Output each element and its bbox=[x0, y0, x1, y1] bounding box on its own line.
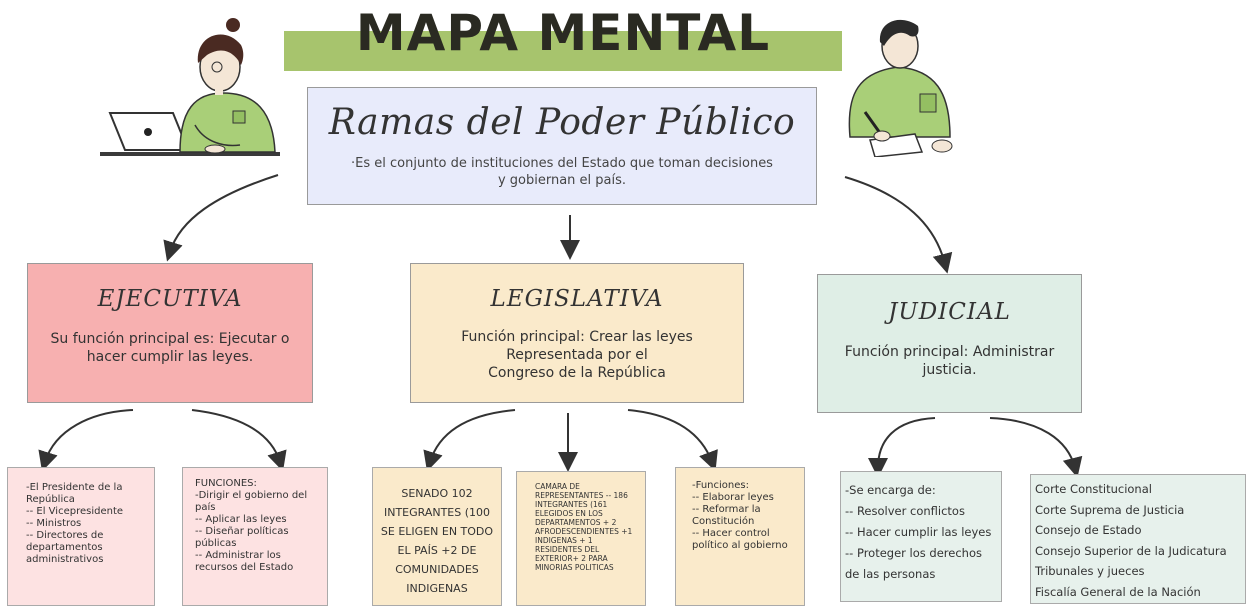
woman-laptop-illustration bbox=[100, 18, 280, 156]
list-item: Consejo Superior de la Judicatura bbox=[1035, 543, 1227, 558]
legislativa-title: LEGISLATIVA bbox=[490, 286, 664, 312]
legislativa-functions-box: -Funciones: -- Elaborar leyes -- Reforma… bbox=[675, 467, 805, 606]
legislativa-description-congress: Representada por el Congreso de la Repúb… bbox=[488, 347, 666, 381]
list-item: -- Proteger los derechos de las personas bbox=[845, 546, 982, 581]
list-item: Consejo de Estado bbox=[1035, 523, 1142, 537]
list-item: Fiscalía General de la Nación bbox=[1035, 584, 1201, 599]
legislativa-box: LEGISLATIVA Función principal: Crear las… bbox=[410, 263, 744, 403]
list-item: -- El Vicepresidente bbox=[26, 506, 124, 517]
camara-box: CAMARA DE REPRESENTANTES -- 186 INTEGRAN… bbox=[516, 471, 646, 606]
list-item: Tribunales y jueces bbox=[1035, 564, 1145, 578]
list-item: -- Aplicar las leyes bbox=[195, 514, 287, 525]
page-title: MAPA MENTAL bbox=[355, 4, 771, 62]
list-item: -- Hacer control político al gobierno bbox=[692, 528, 788, 551]
judicial-box: JUDICIAL Función principal: Administrar … bbox=[817, 274, 1082, 413]
judicial-institutions-box: Corte Constitucional Corte Suprema de Ju… bbox=[1030, 474, 1246, 604]
ejecutiva-title: EJECUTIVA bbox=[97, 286, 243, 312]
list-item: -El Presidente de la República bbox=[26, 482, 123, 505]
list-item: -Se encarga de: bbox=[845, 483, 936, 497]
list-item: -- Hacer cumplir las leyes bbox=[845, 525, 992, 539]
list-item: FUNCIONES: bbox=[195, 478, 257, 489]
senado-text: SENADO 102 INTEGRANTES (100 SE ELIGEN EN… bbox=[380, 487, 494, 595]
ejecutiva-description: Su función principal es: Ejecutar o hace… bbox=[50, 331, 290, 365]
list-item: -- Diseñar políticas públicas bbox=[195, 526, 289, 549]
camara-text: CAMARA DE REPRESENTANTES -- 186 INTEGRAN… bbox=[535, 482, 633, 572]
main-topic-title: Ramas del Poder Público bbox=[328, 102, 796, 143]
main-topic-description: ·Es el conjunto de instituciones del Est… bbox=[351, 156, 773, 188]
list-item: -Dirigir el gobierno del país bbox=[195, 490, 308, 513]
man-writing-illustration bbox=[848, 19, 953, 157]
list-item: -- Elaborar leyes bbox=[692, 492, 774, 503]
list-item: -- Reformar la Constitución bbox=[692, 504, 761, 527]
title-highlight-bar bbox=[284, 31, 842, 71]
list-item: Corte Constitucional bbox=[1035, 482, 1152, 496]
legislativa-description-function: Función principal: Crear las leyes bbox=[461, 329, 693, 345]
main-topic-box: Ramas del Poder Público ·Es el conjunto … bbox=[307, 87, 817, 205]
judicial-description: Función principal: Administrar justicia. bbox=[844, 344, 1055, 378]
ejecutiva-box: EJECUTIVA Su función principal es: Ejecu… bbox=[27, 263, 313, 403]
list-item: -- Ministros bbox=[26, 518, 82, 529]
list-item: -- Resolver conflictos bbox=[845, 504, 965, 518]
senado-box: SENADO 102 INTEGRANTES (100 SE ELIGEN EN… bbox=[372, 467, 502, 606]
list-item: -Funciones: bbox=[692, 480, 749, 491]
list-item: Corte Suprema de Justicia bbox=[1035, 502, 1185, 517]
ejecutiva-functions-box: FUNCIONES: -Dirigir el gobierno del país… bbox=[182, 467, 328, 606]
ejecutiva-members-box: -El Presidente de la República -- El Vic… bbox=[7, 467, 155, 606]
list-item: -- Administrar los recursos del Estado bbox=[195, 550, 294, 573]
judicial-title: JUDICIAL bbox=[888, 299, 1011, 325]
judicial-duties-box: -Se encarga de: -- Resolver conflictos -… bbox=[840, 471, 1002, 602]
list-item: -- Directores de departamentos administr… bbox=[26, 530, 104, 565]
